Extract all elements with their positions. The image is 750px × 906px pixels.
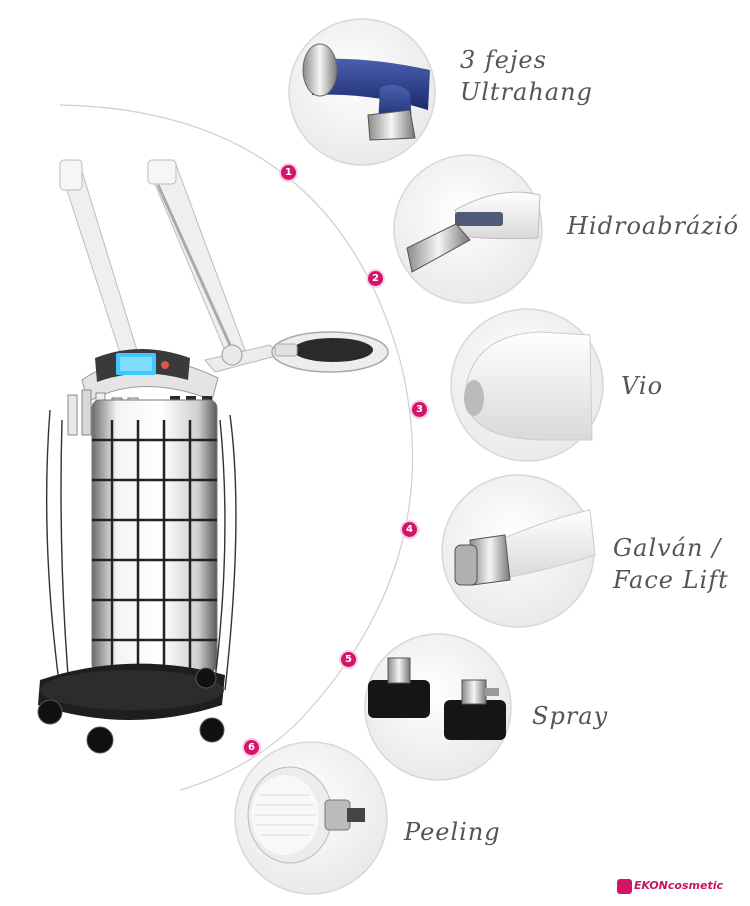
feature-label-5-line-1: Spray — [532, 702, 609, 730]
feature-label-1: 3 fejes Ultrahang — [460, 44, 593, 108]
feature-image-3 — [450, 308, 604, 462]
feature-label-4: Galván / Face Lift — [613, 532, 729, 596]
feature-image-5 — [364, 633, 512, 781]
feature-label-3: Vio — [621, 370, 663, 402]
spray-nozzles-icon — [368, 657, 506, 740]
feature-marker-3: 3 — [412, 402, 427, 417]
brand-logo: EKONcosmetic — [617, 876, 723, 896]
feature-label-1-line-2: Ultrahang — [460, 78, 593, 106]
feature-label-6: Peeling — [404, 816, 501, 848]
brand-mark-icon — [617, 878, 632, 894]
feature-image-4 — [441, 474, 596, 628]
feature-label-5: Spray — [532, 700, 608, 732]
hydroabrasion-spatula-icon — [406, 191, 541, 273]
feature-label-2: Hidroabrázió — [567, 210, 739, 242]
brand-name: EKONcosmetic — [634, 879, 723, 892]
feature-image-6 — [234, 741, 388, 895]
feature-label-4-line-1: Galván / — [613, 534, 722, 562]
feature-label-2-line-1: Hidroabrázió — [567, 212, 740, 240]
feature-label-4-line-2: Face Lift — [613, 566, 729, 594]
galvanic-roller-icon — [454, 509, 596, 586]
ultrasound-heads-icon — [302, 43, 430, 141]
feature-label-1-line-1: 3 fejes — [460, 46, 547, 74]
beauty-machine-image — [37, 159, 389, 754]
feature-image-1 — [288, 18, 436, 166]
feature-label-6-line-1: Peeling — [404, 818, 501, 846]
feature-marker-4: 4 — [402, 522, 417, 537]
connector-arc — [59, 104, 414, 791]
feature-image-2 — [393, 154, 543, 304]
feature-marker-5: 5 — [341, 652, 356, 667]
feature-marker-6: 6 — [244, 740, 259, 755]
feature-label-3-line-1: Vio — [621, 372, 664, 400]
vio-probe-icon — [464, 331, 593, 441]
feature-marker-2: 2 — [368, 271, 383, 286]
peeling-brush-icon — [247, 766, 365, 864]
feature-marker-1: 1 — [281, 165, 296, 180]
